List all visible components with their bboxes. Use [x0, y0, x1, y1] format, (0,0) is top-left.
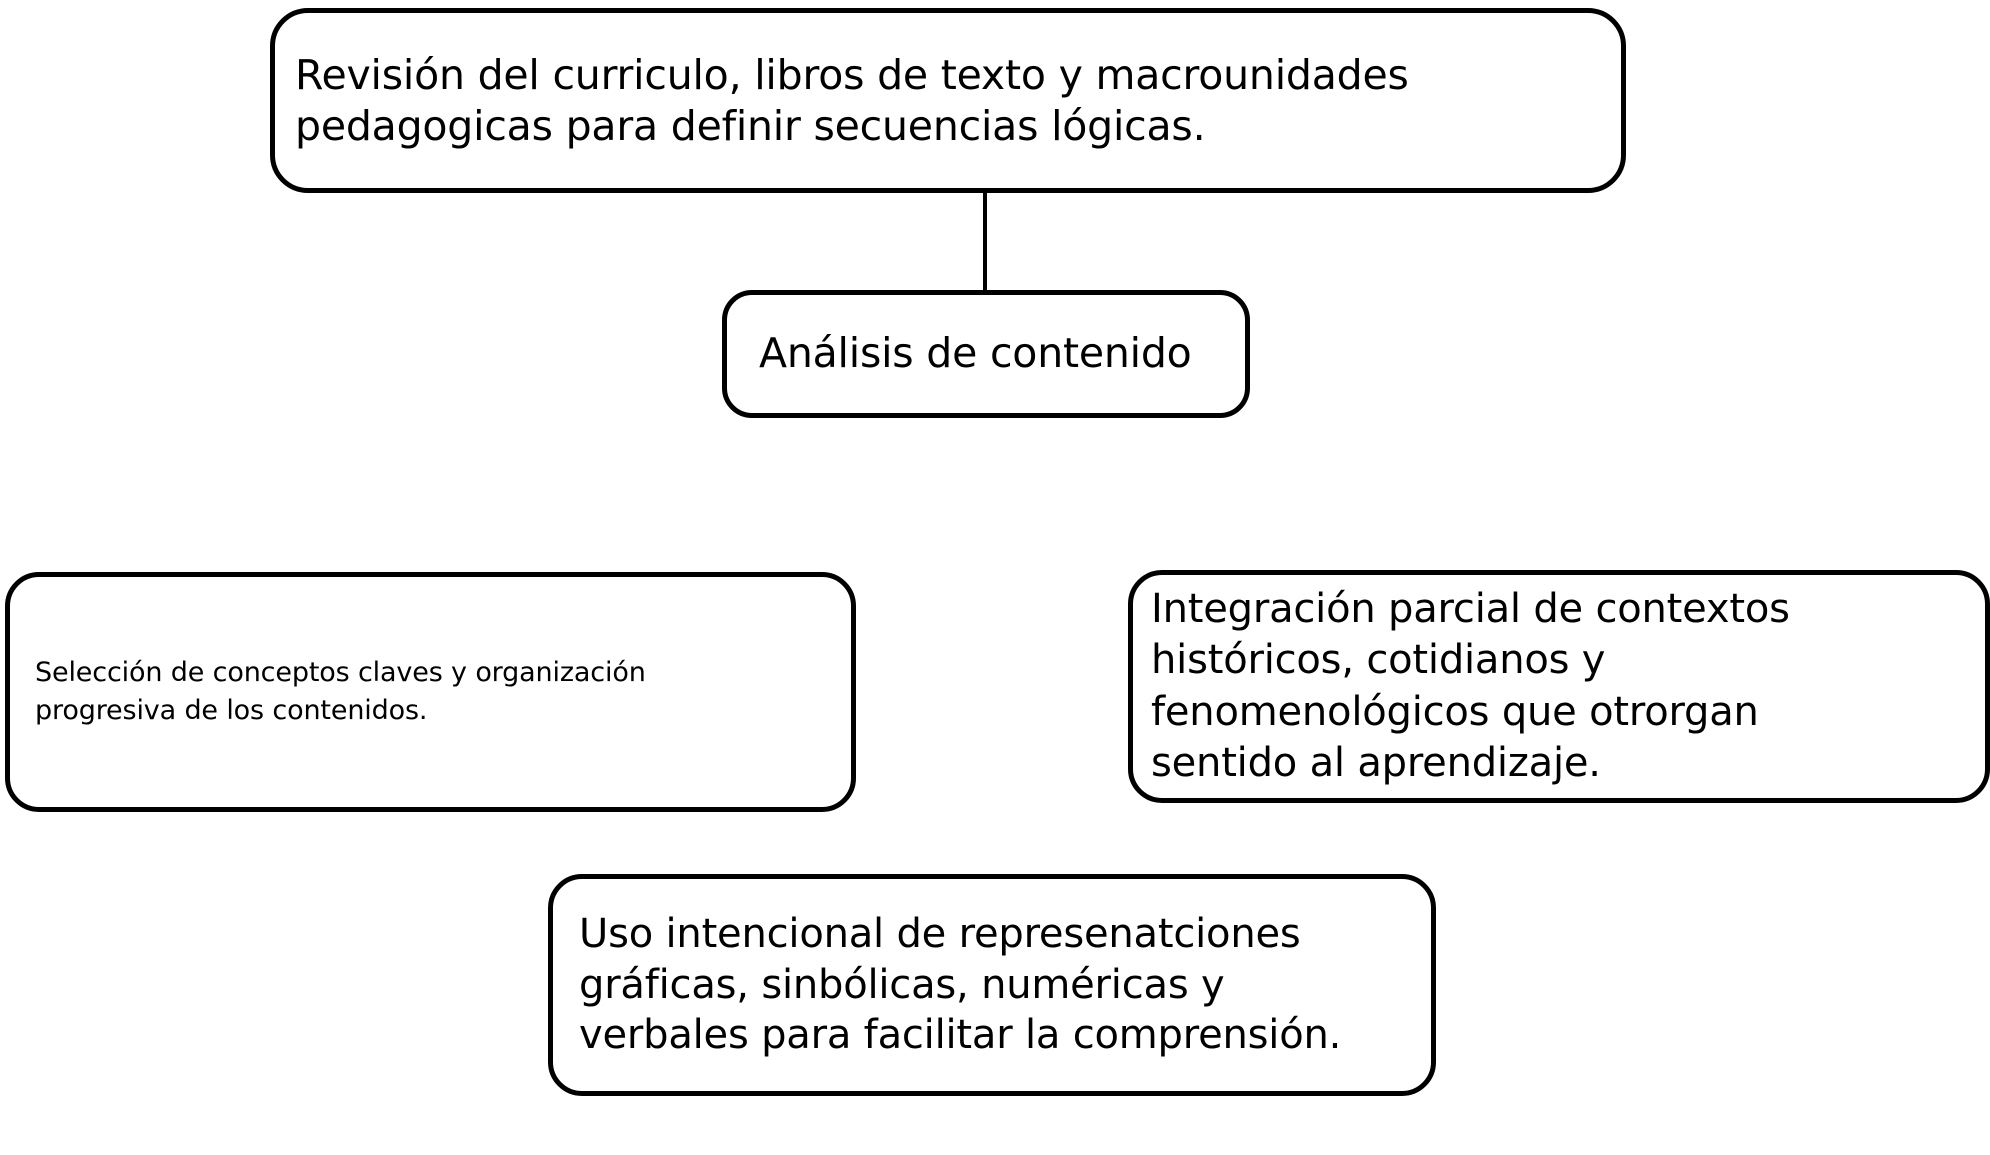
node-analisis-de-contenido[interactable]: Análisis de contenido [722, 290, 1250, 418]
node-seleccion-conceptos[interactable]: Selección de conceptos claves y organiza… [5, 572, 856, 812]
node-revision-curriculo-label: Revisión del curriculo, libros de texto … [295, 51, 1409, 150]
node-integracion-contextos-label: Integración parcial de contextos históri… [1151, 586, 1790, 786]
node-uso-representaciones-label: Uso intencional de represenatciones gráf… [579, 910, 1342, 1059]
node-analisis-de-contenido-label: Análisis de contenido [759, 329, 1192, 378]
node-revision-curriculo[interactable]: Revisión del curriculo, libros de texto … [270, 8, 1626, 193]
node-integracion-contextos[interactable]: Integración parcial de contextos históri… [1128, 570, 1990, 803]
node-uso-representaciones[interactable]: Uso intencional de represenatciones gráf… [548, 874, 1436, 1096]
connector-revision-to-analisis [983, 190, 987, 292]
node-seleccion-conceptos-label: Selección de conceptos claves y organiza… [35, 656, 646, 726]
